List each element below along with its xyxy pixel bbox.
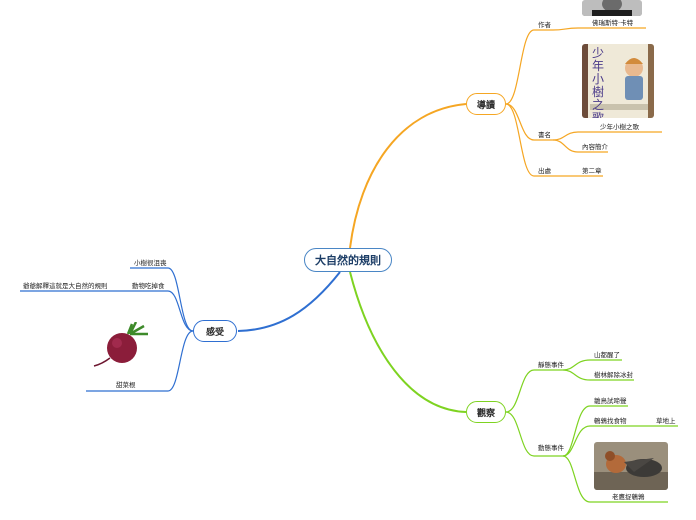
beet-image (92, 322, 154, 368)
dynamic-events-label[interactable]: 動態事件 (538, 444, 564, 452)
branch-feel[interactable]: 感受 (193, 320, 237, 342)
feel-item-beet[interactable]: 甜菜根 (116, 381, 136, 389)
dynamic-item-meadow[interactable]: 草地上 (656, 417, 676, 425)
author-photo (582, 0, 642, 16)
feel-item-animals[interactable]: 動物吃掉食 (132, 282, 165, 290)
dynamic-item-hawk[interactable]: 老鷹捉鵪鶉 (612, 493, 645, 501)
book-cover-image: 少年小樹之歌 (582, 44, 654, 118)
static-item-forest[interactable]: 樹林解除冰封 (594, 371, 633, 379)
chapter-node[interactable]: 第二章 (582, 167, 602, 175)
book-label[interactable]: 書名 (538, 131, 551, 139)
static-item-mountains[interactable]: 山都醒了 (594, 351, 620, 359)
feel-item-grandpa[interactable]: 爺爺解釋這就是大自然的規則 (23, 282, 108, 290)
author-name[interactable]: 佛瑞斯特·卡特 (592, 19, 634, 27)
source-label[interactable]: 出處 (538, 167, 551, 175)
branch-guide[interactable]: 導讀 (466, 93, 506, 115)
dynamic-item-quail[interactable]: 鵪鶉找食物 (594, 417, 627, 425)
author-label[interactable]: 作者 (538, 21, 551, 29)
static-events-label[interactable]: 靜態事件 (538, 361, 564, 369)
hawk-photo (594, 442, 668, 490)
root-topic[interactable]: 大自然的規則 (304, 248, 392, 272)
book-title[interactable]: 少年小樹之歌 (600, 123, 639, 131)
dynamic-item-birds[interactable]: 雛鳥試啼聲 (594, 397, 627, 405)
book-cover-title: 少年小樹之歌 (592, 46, 605, 119)
feel-item-frustrated[interactable]: 小樹很沮喪 (134, 259, 167, 267)
summary-node[interactable]: 內容簡介 (582, 143, 608, 151)
branch-observe[interactable]: 觀察 (466, 401, 506, 423)
